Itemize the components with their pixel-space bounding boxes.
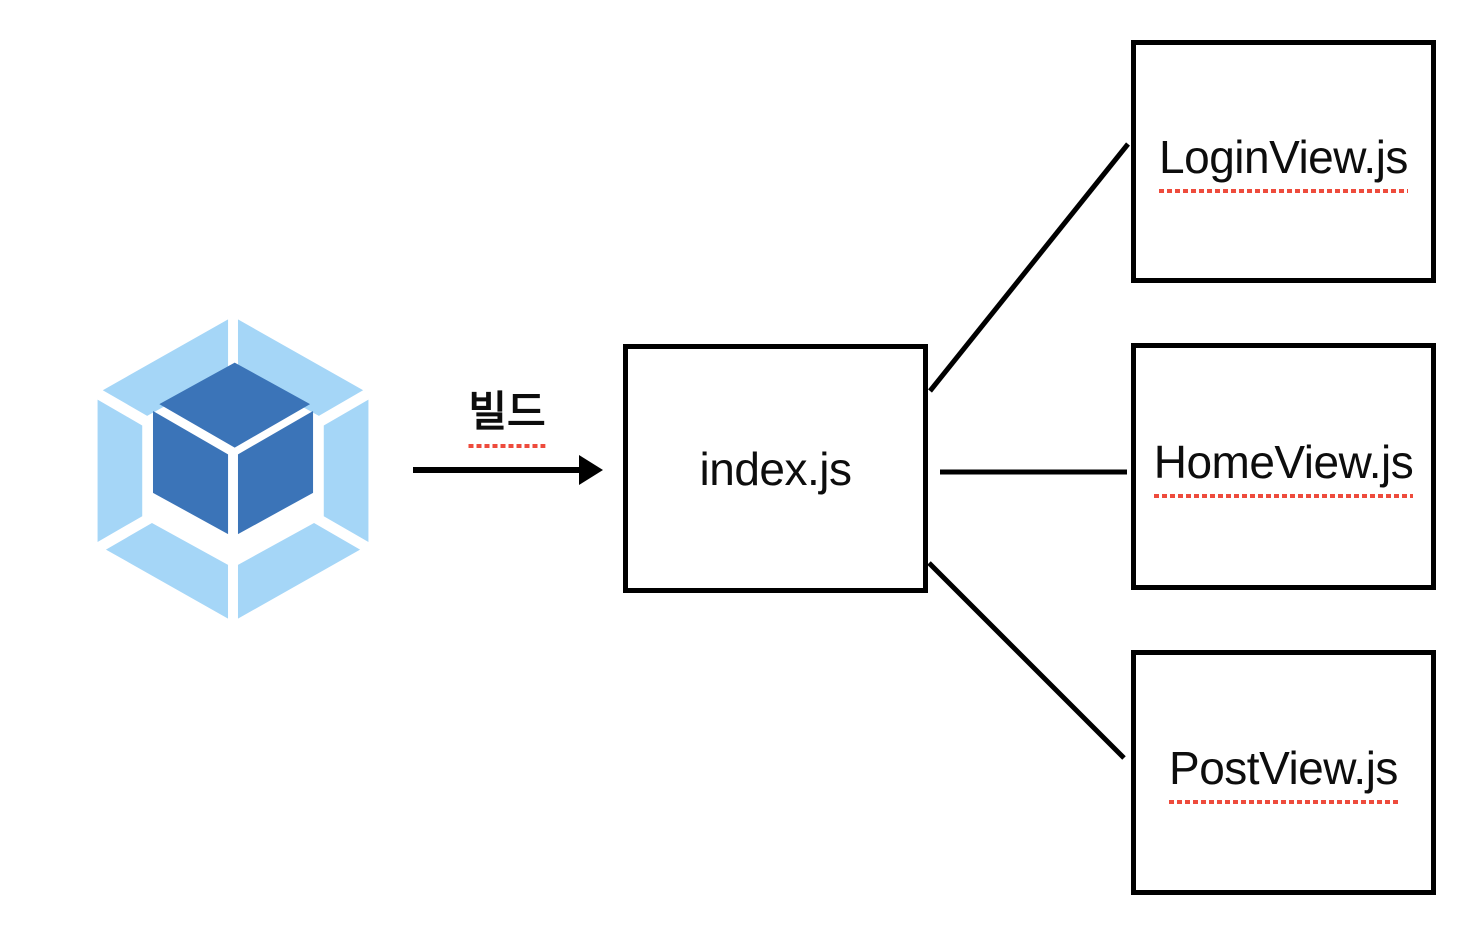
node-home-view-label: HomeView.js: [1153, 435, 1414, 498]
build-arrow-head: [579, 455, 603, 485]
webpack-logo-icon: [97, 319, 369, 619]
node-post-view: PostView.js: [1131, 650, 1436, 895]
edge-index-to-loginview: [928, 142, 1130, 393]
edge-index-to-postview: [927, 561, 1126, 760]
node-login-view-label: LoginView.js: [1159, 130, 1408, 193]
node-index-js: index.js: [623, 344, 928, 593]
node-login-view: LoginView.js: [1131, 40, 1436, 283]
node-post-view-label: PostView.js: [1169, 741, 1398, 804]
build-label: 빌드: [468, 378, 546, 448]
node-index-js-label: index.js: [699, 442, 852, 495]
node-home-view: HomeView.js: [1131, 343, 1436, 590]
build-arrow: [413, 455, 603, 485]
